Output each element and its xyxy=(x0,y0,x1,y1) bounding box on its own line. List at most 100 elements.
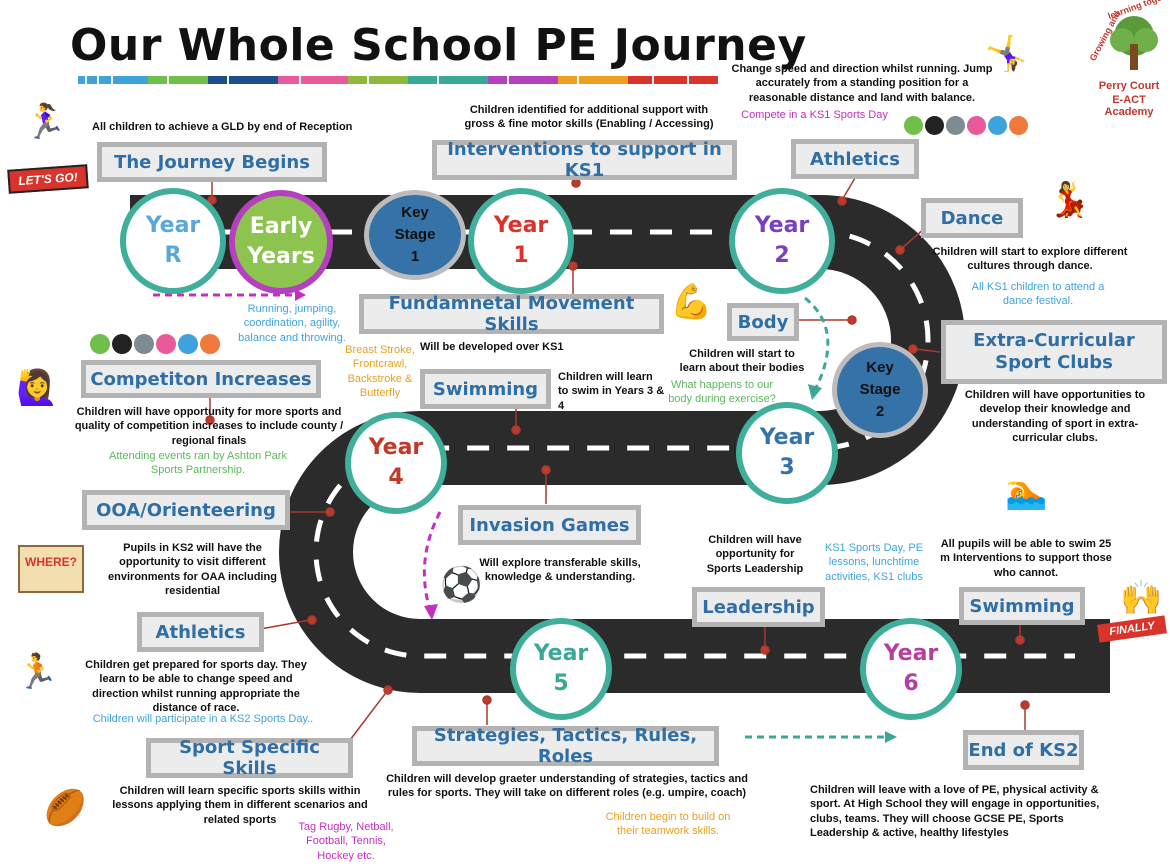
diver-splash-icon: 🏊 xyxy=(1005,473,1048,511)
circle-year-5: Year 5 xyxy=(510,618,612,720)
label-athletics-top: Athletics xyxy=(791,139,919,179)
label-end-ks2: End of KS2 xyxy=(963,730,1084,770)
note-dance: All KS1 children to attend a dance festi… xyxy=(971,281,1105,308)
text-athletics-top: Change speed and direction whilst runnin… xyxy=(731,63,993,104)
dancer-avatar-icon: 💃 xyxy=(1048,181,1091,219)
ks1-stage: Stage xyxy=(394,226,436,244)
note-body: What happens to our body during exercise… xyxy=(668,379,776,406)
runner-avatar-icon: 🏃‍♀️ xyxy=(24,103,67,141)
year2-value: 2 xyxy=(774,243,790,268)
year5-word: Year xyxy=(533,641,589,667)
year1-word: Year xyxy=(493,213,549,239)
logo-name: Perry Court xyxy=(1098,80,1160,92)
text-end: Children will leave with a love of PE, p… xyxy=(810,784,1100,839)
circle-key-stage-1: Key Stage 1 xyxy=(364,190,466,280)
early-word: Early xyxy=(249,214,313,240)
years-word: Years xyxy=(247,244,315,269)
circle-key-stage-2: Key Stage 2 xyxy=(832,342,928,438)
year3-word: Year xyxy=(759,425,815,451)
circle-year-1: Year 1 xyxy=(468,188,574,294)
text-swim-mid: Children will learn to swim in Years 3 &… xyxy=(558,371,665,412)
hurdle-avatar-icon: 🏃 xyxy=(16,653,59,691)
label-extra-curricular: Extra-Curricular Sport Clubs xyxy=(941,320,1167,384)
ks2-number: 2 xyxy=(875,402,885,420)
values-badges-left xyxy=(90,334,220,354)
year5-value: 5 xyxy=(553,671,569,696)
note-strokes: Breast Stroke, Frontcrawl, Backstroke & … xyxy=(345,344,415,399)
note-early-years: Running, jumping, coordination, agility,… xyxy=(238,303,346,344)
badge-icon xyxy=(178,334,198,354)
ks1-key: Key xyxy=(401,204,429,222)
badge-icon xyxy=(1009,116,1028,135)
ks2-key: Key xyxy=(866,359,894,377)
label-competition: Competiton Increases xyxy=(81,360,321,398)
note-competition: Attending events ran by Ashton Park Spor… xyxy=(109,450,287,477)
ks2-stage: Stage xyxy=(859,381,901,399)
label-invasion: Invasion Games xyxy=(458,505,641,545)
ks1-number: 1 xyxy=(410,247,420,265)
year-r-value: R xyxy=(164,243,182,268)
label-leadership: Leadership xyxy=(692,587,825,627)
label-sport-specific: Sport Specific Skills xyxy=(146,737,353,779)
text-interventions: Children identified for additional suppo… xyxy=(464,104,714,131)
badge-icon xyxy=(134,334,154,354)
year6-value: 6 xyxy=(903,671,919,696)
year4-word: Year xyxy=(368,435,424,461)
badge-icon xyxy=(988,116,1007,135)
label-journey-begins: The Journey Begins xyxy=(97,142,327,182)
where-text: WHERE? xyxy=(25,555,77,569)
page-title: Our Whole School PE Journey xyxy=(70,20,807,71)
note-athletics-left: Children will participate in a KS2 Sport… xyxy=(92,713,314,725)
tree-icon: Growing and learning together xyxy=(1088,0,1170,70)
text-ooa: Pupils in KS2 will have the opportunity … xyxy=(108,542,277,597)
badge-icon xyxy=(904,116,923,135)
label-body: Body xyxy=(727,303,799,341)
note-strategies: Children begin to build on their teamwor… xyxy=(605,811,731,838)
values-badges-top xyxy=(904,116,1028,135)
badge-icon xyxy=(156,334,176,354)
label-ooa: OOA/Orienteering xyxy=(82,490,290,530)
label-athletics-left: Athletics xyxy=(137,612,264,652)
label-swimming-mid: Swimming xyxy=(420,369,551,409)
rainbow-divider xyxy=(78,76,718,84)
logo-academy: E-ACT Academy xyxy=(1104,94,1154,118)
label-fms: Fundamnetal Movement Skills xyxy=(359,293,664,335)
text-invasion: Will explore transferable skills, knowle… xyxy=(479,557,641,584)
year-r-word: Year xyxy=(145,213,201,239)
footballer-avatar-icon: ⚽ xyxy=(440,566,483,604)
where-map-sticker: WHERE? xyxy=(18,545,84,593)
text-sport-specific: Children will learn specific sports skil… xyxy=(112,785,368,826)
label-dance: Dance xyxy=(921,198,1023,238)
year2-word: Year xyxy=(754,213,810,239)
badge-icon xyxy=(925,116,944,135)
year3-value: 3 xyxy=(779,455,795,480)
text-competition: Children will have opportunity for more … xyxy=(74,406,344,447)
circle-early-years: Early Years xyxy=(229,190,333,294)
circle-year-6: Year 6 xyxy=(860,618,962,720)
circle-year-3: Year 3 xyxy=(736,402,838,504)
badge-icon xyxy=(112,334,132,354)
text-extra: Children will have opportunities to deve… xyxy=(964,389,1146,444)
school-logo: Growing and learning together Perry Cour… xyxy=(1078,0,1170,118)
year1-value: 1 xyxy=(513,243,529,268)
label-strategies: Strategies, Tactics, Rules, Roles xyxy=(412,725,719,767)
badge-icon xyxy=(967,116,986,135)
badge-icon xyxy=(946,116,965,135)
ball-player-avatar-icon: 🙋‍♀️ xyxy=(16,369,59,407)
badge-icon xyxy=(90,334,110,354)
label-swimming-right: Swimming xyxy=(959,587,1085,625)
text-leadership: Children will have opportunity for Sport… xyxy=(706,534,804,575)
note-leadership: KS1 Sports Day, PE lessons, lunchtime ac… xyxy=(824,542,924,583)
rugby-avatar-icon: 🏉 xyxy=(44,789,87,827)
text-dance: Children will start to explore different… xyxy=(932,246,1128,273)
note-athletics-top: Compete in a KS1 Sports Day xyxy=(741,109,888,121)
text-strategies: Children will develop graeter understand… xyxy=(386,773,748,800)
label-interventions: Interventions to support in KS1 xyxy=(432,139,737,181)
year6-word: Year xyxy=(883,641,939,667)
text-swim-right: All pupils will be able to swim 25 m Int… xyxy=(940,538,1112,579)
circle-year-4: Year 4 xyxy=(345,412,447,514)
text-gld: All children to achieve a GLD by end of … xyxy=(92,121,353,133)
note-sport-specific: Tag Rugby, Netball, Football, Tennis, Ho… xyxy=(298,821,394,862)
badge-icon xyxy=(200,334,220,354)
circle-year-2: Year 2 xyxy=(729,188,835,294)
